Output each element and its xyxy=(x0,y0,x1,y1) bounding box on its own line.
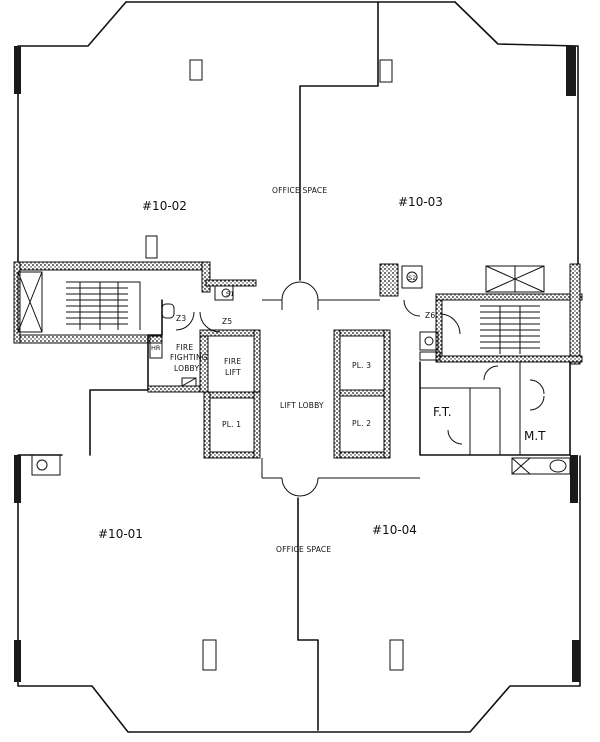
fire-fighting-lobby-label-2: FIGHTING xyxy=(170,353,208,362)
corner-columns xyxy=(14,46,580,682)
fire-fighting-lobby-label-1: FIRE xyxy=(176,343,193,352)
unit-label-10-01: #10-01 xyxy=(98,527,143,541)
unit-label-10-03: #10-03 xyxy=(398,195,443,209)
room-code-s2: S2 xyxy=(408,274,416,282)
left-stair-block xyxy=(13,261,211,344)
fire-tank-label: F.T. xyxy=(433,405,452,419)
room-code-z6: Z6 xyxy=(425,311,435,320)
tank-rooms xyxy=(419,361,571,475)
room-code-s1: S1 xyxy=(226,290,234,298)
lift-block-left xyxy=(203,391,261,459)
office-space-label-top: OFFICE SPACE xyxy=(272,186,327,195)
lobby-doors xyxy=(261,281,420,497)
lift-lobby-label: LIFT LOBBY xyxy=(280,401,324,410)
room-code-z3: Z3 xyxy=(176,314,186,323)
unit-label-10-04: #10-04 xyxy=(372,523,417,537)
room-code-hr: HR xyxy=(151,344,161,352)
lift-block-right xyxy=(333,329,391,459)
passenger-lift-1-label: PL. 1 xyxy=(222,420,241,429)
fire-fighting-lobby-label-3: LOBBY xyxy=(174,364,199,373)
right-stair-block xyxy=(379,263,583,365)
room-code-z5: Z5 xyxy=(222,317,232,326)
unit-partitions xyxy=(297,1,379,731)
perimeter-columns xyxy=(145,59,404,671)
passenger-lift-2-label: PL. 2 xyxy=(352,419,371,428)
fire-lobby-block xyxy=(89,279,261,456)
labels: #10-02 #10-03 #10-01 #10-04 OFFICE SPACE… xyxy=(98,186,546,554)
stair-treads-left xyxy=(66,281,141,330)
lower-left-fixture xyxy=(17,454,63,476)
passenger-lift-3-label: PL. 3 xyxy=(352,361,371,370)
fire-lift-label-1: FIRE xyxy=(224,357,241,366)
office-space-label-bottom: OFFICE SPACE xyxy=(276,545,331,554)
fire-lift-label-2: LIFT xyxy=(225,368,241,377)
unit-label-10-02: #10-02 xyxy=(142,199,187,213)
stair-treads-right xyxy=(480,305,540,354)
meter-tank-label: M.T xyxy=(524,429,546,443)
outer-wall xyxy=(17,1,581,733)
